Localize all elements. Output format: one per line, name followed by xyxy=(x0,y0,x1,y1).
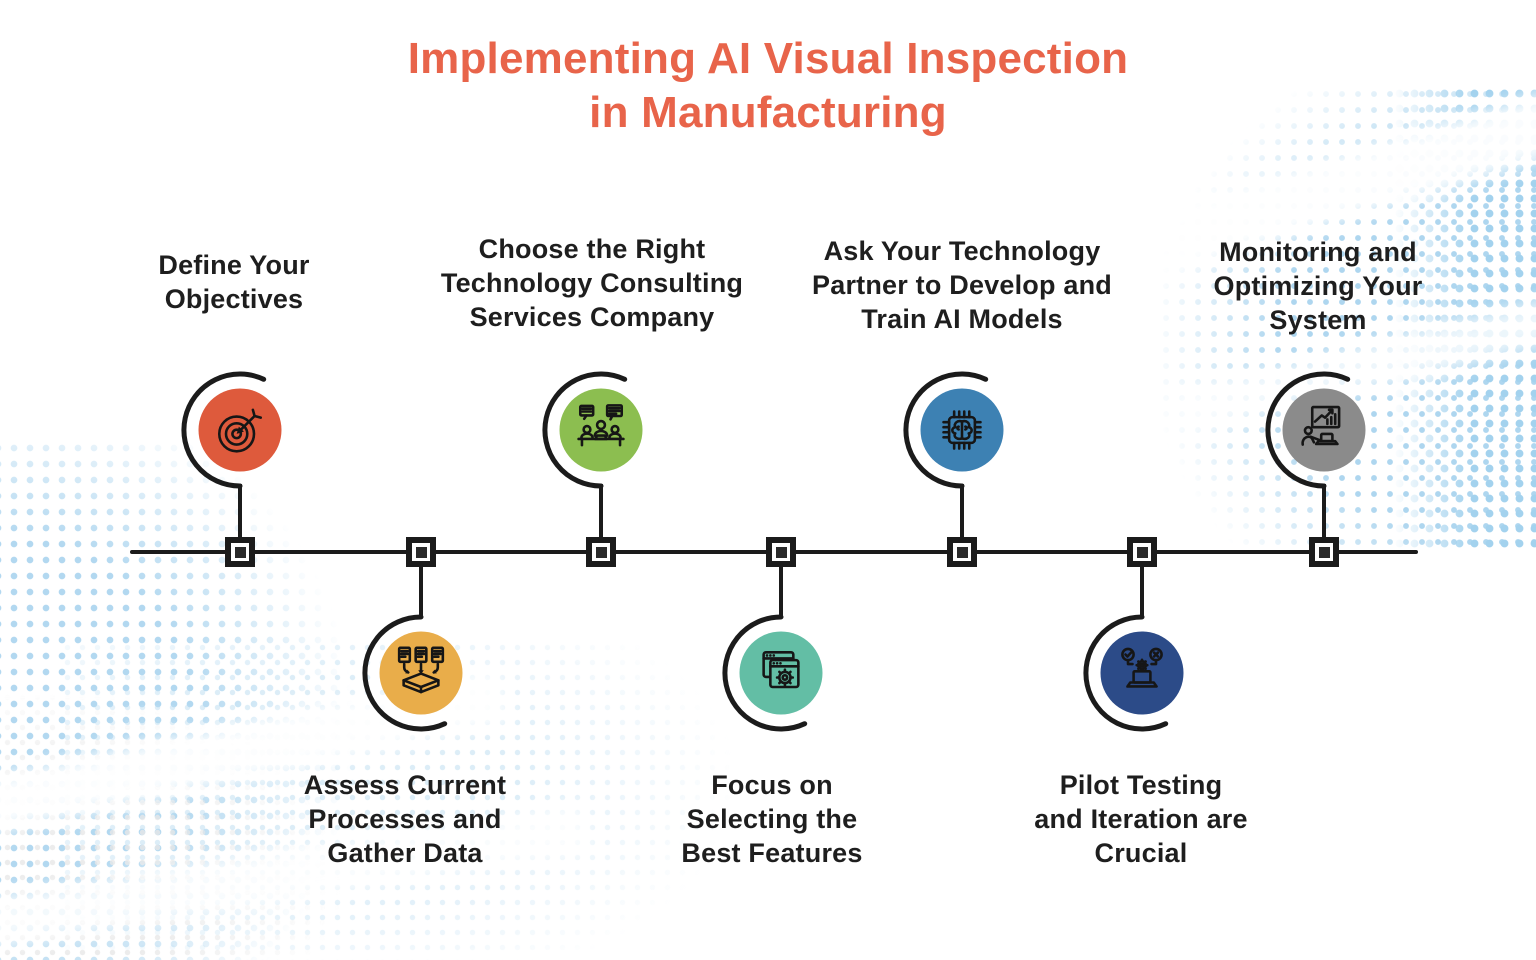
timeline-node-1 xyxy=(225,537,255,567)
step-5-label: Ask Your Technology Partner to Develop a… xyxy=(782,234,1142,336)
step-3-label-line: Services Company xyxy=(469,302,715,332)
step-4-label-line: Selecting the xyxy=(686,804,858,834)
step-4-graphic xyxy=(722,614,823,732)
step-7-label-line: Monitoring and xyxy=(1219,237,1417,267)
step-1-label: Define Your Objectives xyxy=(54,248,414,316)
timeline-node-7 xyxy=(1309,537,1339,567)
team-meeting-icon xyxy=(577,404,625,447)
step-7-graphic xyxy=(1265,371,1366,489)
step-1-graphic xyxy=(181,371,282,489)
step-6-label: Pilot Testing and Iteration are Crucial xyxy=(961,768,1321,870)
step-3-label: Choose the Right Technology Consulting S… xyxy=(412,232,772,334)
step-2-label: Assess Current Processes and Gather Data xyxy=(225,768,585,870)
step-6-label-line: Pilot Testing xyxy=(1059,770,1223,800)
page-title-line1: Implementing AI Visual Inspection xyxy=(407,34,1129,83)
step-2-label-line: Processes and xyxy=(308,804,502,834)
step-5-arc xyxy=(903,371,989,489)
step-5-graphic xyxy=(903,371,1004,489)
step-3-graphic xyxy=(542,371,643,489)
step-5-label-line: Partner to Develop and xyxy=(812,270,1112,300)
step-5-connector xyxy=(960,484,964,538)
step-1-label-line: Objectives xyxy=(164,284,304,314)
step-7-connector xyxy=(1322,484,1326,538)
ai-chip-brain-icon xyxy=(942,410,982,450)
step-2-label-line: Gather Data xyxy=(327,838,483,868)
step-4-label-line: Focus on xyxy=(711,770,833,800)
step-5-label-line: Ask Your Technology xyxy=(823,236,1101,266)
step-3-label-line: Choose the Right xyxy=(478,234,706,264)
step-7-circle xyxy=(1282,388,1366,472)
step-5-label-line: Train AI Models xyxy=(861,304,1063,334)
pilot-testing-laptop-icon xyxy=(1121,647,1163,688)
step-3-label-line: Technology Consulting xyxy=(440,268,744,298)
step-6-label-line: and Iteration are xyxy=(1034,804,1248,834)
step-7-label: Monitoring and Optimizing Your System xyxy=(1138,235,1498,337)
step-4-connector xyxy=(779,565,783,618)
step-6-circle xyxy=(1100,631,1184,715)
timeline-node-3 xyxy=(586,537,616,567)
step-2-graphic xyxy=(362,614,463,732)
step-7-label-line: Optimizing Your xyxy=(1213,271,1423,301)
timeline-node-6 xyxy=(1127,537,1157,567)
step-3-connector xyxy=(599,484,603,538)
step-2-label-line: Assess Current xyxy=(303,770,507,800)
page-title: Implementing AI Visual Inspection in Man… xyxy=(0,32,1536,140)
step-6-graphic xyxy=(1083,614,1184,732)
step-1-connector xyxy=(238,484,242,538)
step-2-connector xyxy=(419,565,423,618)
step-6-arc xyxy=(1083,614,1169,732)
timeline-node-5 xyxy=(947,537,977,567)
halftone-dots-left xyxy=(0,440,400,960)
step-3-arc xyxy=(542,371,628,489)
step-6-connector xyxy=(1140,565,1144,618)
step-4-label: Focus on Selecting the Best Features xyxy=(592,768,952,870)
step-1-label-line: Define Your xyxy=(158,250,310,280)
timeline-node-2 xyxy=(406,537,436,567)
page-title-line2: in Manufacturing xyxy=(589,88,947,137)
step-6-label-line: Crucial xyxy=(1094,838,1188,868)
step-7-label-line: System xyxy=(1269,305,1367,335)
timeline-node-4 xyxy=(766,537,796,567)
step-4-label-line: Best Features xyxy=(681,838,863,868)
